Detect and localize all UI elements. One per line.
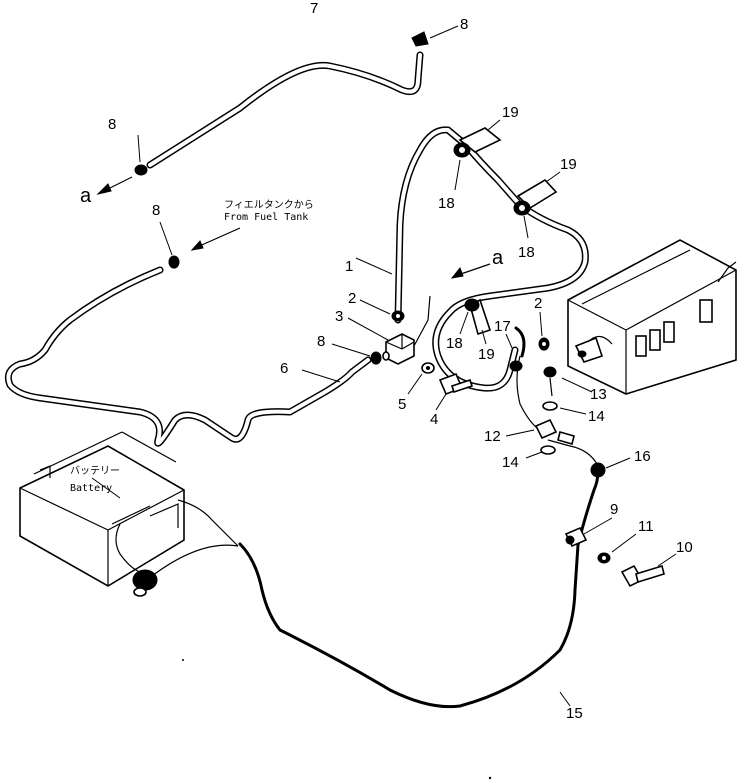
hose-clamp-8-fitting — [370, 351, 390, 365]
callout-3: 3 — [335, 308, 343, 325]
fuel-tube-7 — [146, 51, 424, 169]
callout-10: 10 — [676, 539, 693, 556]
callout-9: 9 — [610, 501, 618, 518]
callout-6: 6 — [280, 360, 288, 377]
callout-13: 13 — [590, 386, 607, 403]
bolt-10 — [620, 564, 665, 588]
clamp-19-lower — [464, 298, 492, 336]
callout-16: 16 — [634, 448, 651, 465]
callout-7: 7 — [310, 0, 318, 17]
from-fuel-tank-jp: フィエルタンクから — [224, 199, 314, 211]
grommet-16 — [590, 462, 606, 478]
clamp-19-upper — [453, 127, 502, 158]
marker-a-right: a — [492, 247, 504, 269]
callout-17: 17 — [494, 318, 511, 335]
callout-8-fitting: 8 — [317, 333, 325, 350]
callout-19-upper: 19 — [502, 104, 519, 121]
washer-5 — [421, 362, 435, 374]
hose-clamp-8-top — [411, 31, 429, 47]
marker-a-left: a — [80, 185, 92, 207]
hose-clamp-8-mid — [168, 255, 180, 269]
washer-14-upper — [542, 401, 558, 411]
wire-clip-9 — [564, 526, 588, 548]
washer-14-lower — [540, 445, 556, 455]
washer-2-left — [391, 310, 405, 322]
arrow-a-left — [96, 176, 133, 195]
callout-15: 15 — [566, 705, 583, 722]
callout-14-upper: 14 — [588, 408, 605, 425]
battery-label-jp: バッテリー — [70, 465, 120, 477]
from-fuel-tank-arrow — [190, 227, 241, 251]
callout-8-mid: 8 — [152, 202, 160, 219]
fuel-tube-1 — [394, 126, 589, 392]
callout-1: 1 — [345, 258, 353, 275]
battery — [19, 431, 239, 597]
callout-8-left: 8 — [108, 116, 116, 133]
fuel-tube-6 — [4, 266, 372, 447]
clamp-19-middle — [513, 178, 558, 216]
callout-8-top: 8 — [460, 16, 468, 33]
callout-4: 4 — [430, 411, 438, 428]
fitting-block-3 — [385, 295, 431, 365]
callout-2-left: 2 — [348, 290, 356, 307]
arrow-a-right — [450, 263, 491, 279]
callout-11: 11 — [638, 518, 654, 535]
callout-18-lower: 18 — [446, 335, 463, 352]
bolt-13 — [543, 366, 557, 397]
fuel-unit-box — [567, 239, 737, 395]
callout-12: 12 — [484, 428, 501, 445]
battery-label-en: Battery — [70, 483, 112, 494]
from-fuel-tank-en: From Fuel Tank — [224, 212, 308, 223]
connector-12 — [534, 418, 575, 445]
hose-clamp-8-left — [134, 164, 148, 176]
callout-5: 5 — [398, 396, 406, 413]
washer-2-right — [538, 337, 550, 351]
callout-18-middle: 18 — [518, 244, 535, 261]
washer-11 — [597, 552, 611, 564]
bolt-4 — [438, 372, 474, 396]
callout-2-right: 2 — [534, 295, 542, 312]
callout-19-middle: 19 — [560, 156, 577, 173]
callout-14-lower: 14 — [502, 454, 519, 471]
callout-18-upper: 18 — [438, 195, 455, 212]
callout-19-lower: 19 — [478, 346, 495, 363]
